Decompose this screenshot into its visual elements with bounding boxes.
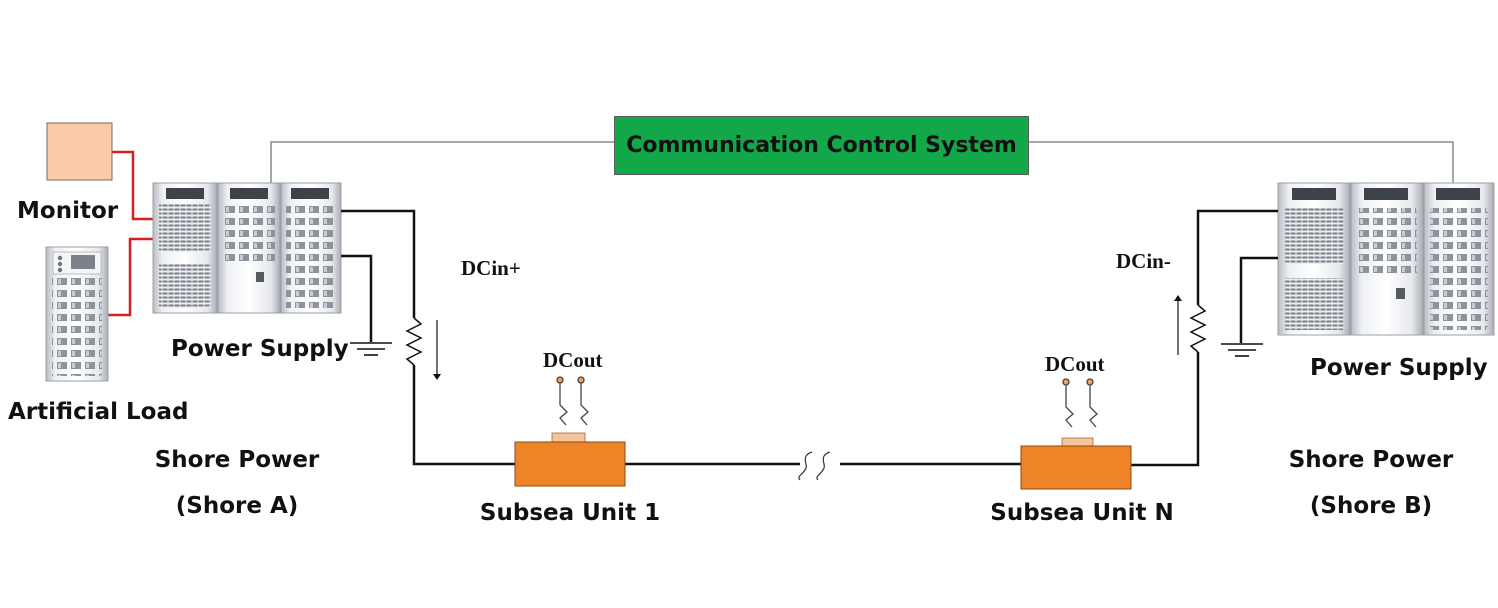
communication-control-system-label: Communication Control System <box>626 133 1017 158</box>
monitor-box <box>46 122 113 181</box>
subsea-unit-n-label: Subsea Unit N <box>990 500 1174 526</box>
shore-a-subtitle: (Shore A) <box>175 493 299 519</box>
power-supply-b-cabinet <box>1277 182 1495 336</box>
dc-cable-a-down <box>412 365 515 466</box>
dc-cable-b-out <box>1131 352 1200 467</box>
monitor-label: Monitor <box>17 198 119 224</box>
ground-wire-b <box>1239 256 1278 343</box>
ground-wire-a <box>341 254 373 342</box>
dcin-plus-label: DCin+ <box>461 256 521 280</box>
dc-resistor-a <box>405 317 423 366</box>
comm-line-left <box>270 141 614 185</box>
dc-cable-b-up <box>1196 209 1278 305</box>
dcin-minus-label: DCin- <box>1116 249 1171 273</box>
subsea-unit-1-box <box>514 432 626 487</box>
comm-line-right <box>1029 141 1454 185</box>
shore-a-title: Shore Power <box>154 447 320 473</box>
dcout-1-label: DCout <box>543 348 603 372</box>
shore-b-title: Shore Power <box>1288 447 1454 473</box>
monitor-link <box>112 150 153 221</box>
dc-resistor-b <box>1189 304 1207 353</box>
power-supply-a-label: Power Supply <box>171 336 349 362</box>
dcout-terminals-1 <box>556 376 589 426</box>
artificial-load-rack <box>45 246 109 382</box>
communication-control-system-box: Communication Control System <box>614 116 1029 175</box>
ground-symbol-b <box>1221 343 1263 357</box>
artificial-load-label: Artificial Load <box>8 399 189 425</box>
subsea-unit-n-box <box>1020 437 1132 490</box>
power-supply-b-label: Power Supply <box>1310 355 1488 381</box>
shore-b-subtitle: (Shore B) <box>1309 493 1433 519</box>
load-link <box>108 237 153 317</box>
dcout-n-label: DCout <box>1045 352 1105 376</box>
cable-break-mark <box>798 451 831 481</box>
subsea-unit-1-label: Subsea Unit 1 <box>479 500 661 526</box>
ground-symbol-a <box>350 342 392 356</box>
dc-cable-a-out <box>341 209 416 318</box>
dcout-terminals-n <box>1062 378 1098 428</box>
power-supply-a-cabinet <box>152 182 342 314</box>
